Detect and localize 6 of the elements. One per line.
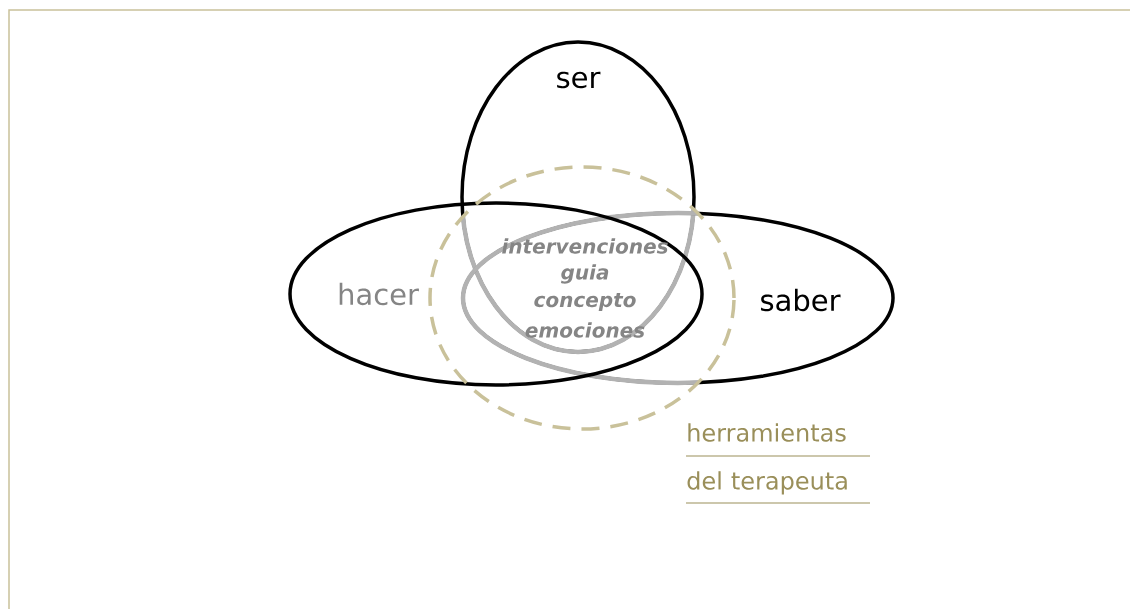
underlined-caption: herramientas del terapeuta [685,423,871,504]
ellipse-label: saber [761,288,841,312]
ellipse-label: ser [557,71,601,89]
intersection-label: concepto [534,292,636,312]
ellipse-label: hacer [339,282,419,306]
intersection-label: guia [560,264,609,284]
